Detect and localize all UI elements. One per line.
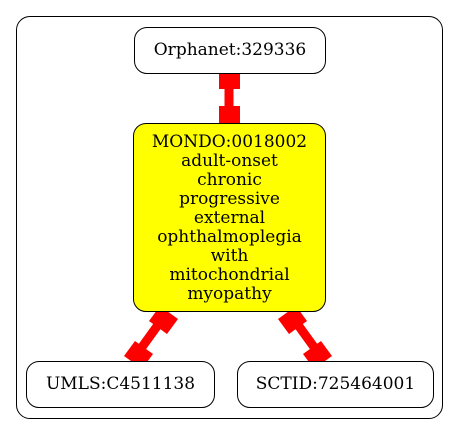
node-mondo-name-line: external bbox=[193, 207, 266, 228]
edge-orphanet-mondo bbox=[219, 69, 240, 126]
node-sctid[interactable]: SCTID:725464001 bbox=[237, 361, 434, 408]
edge-mondo-umls-start-box bbox=[149, 306, 178, 334]
node-sctid-label: SCTID:725464001 bbox=[255, 374, 416, 394]
node-mondo-name-line: myopathy bbox=[187, 283, 272, 304]
node-mondo[interactable]: MONDO:0018002 adult-onset chronic progre… bbox=[133, 123, 326, 312]
node-umls-label: UMLS:C4511138 bbox=[45, 374, 196, 394]
node-mondo-name-line: with bbox=[210, 245, 249, 266]
node-mondo-name-line: progressive bbox=[179, 188, 280, 209]
node-mondo-name-line: ophthalmoplegia bbox=[157, 226, 302, 247]
edge-mondo-sctid bbox=[278, 306, 332, 369]
node-orphanet-label: Orphanet:329336 bbox=[153, 40, 307, 60]
edge-mondo-sctid-start-box bbox=[278, 306, 307, 334]
cluster-frame bbox=[16, 16, 443, 419]
node-mondo-name-line: chronic bbox=[197, 169, 262, 190]
node-mondo-name-line: mitochondrial bbox=[169, 264, 290, 285]
edge-orphanet-mondo-start-box bbox=[219, 69, 240, 89]
node-mondo-name-line: adult-onset bbox=[181, 150, 278, 171]
node-orphanet[interactable]: Orphanet:329336 bbox=[134, 27, 326, 74]
edge-mondo-umls bbox=[124, 306, 178, 369]
node-mondo-id: MONDO:0018002 bbox=[151, 131, 308, 152]
node-umls[interactable]: UMLS:C4511138 bbox=[26, 361, 215, 408]
edge-orphanet-mondo-end-box bbox=[219, 106, 240, 126]
